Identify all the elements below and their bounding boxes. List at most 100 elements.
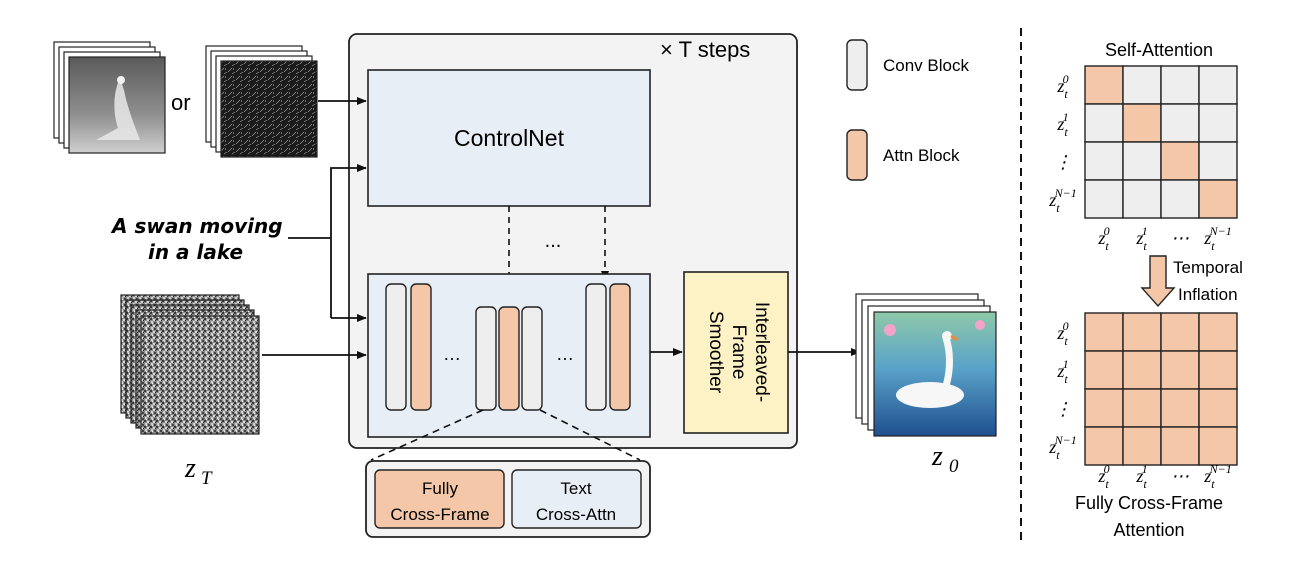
self-attention-cell <box>1160 179 1200 219</box>
self-attention-col-label: ztN−1 <box>1203 224 1231 253</box>
noise-latent-var: z <box>184 453 196 484</box>
cross-frame-col-label: zt1 <box>1135 462 1147 491</box>
cross-frame-cell <box>1122 426 1162 466</box>
cross-frame-cell <box>1198 350 1238 390</box>
cross-frame-cell <box>1198 426 1238 466</box>
self-attention-col-label: zt1 <box>1135 224 1147 253</box>
legend-conv-swatch <box>846 39 868 91</box>
self-attention-cell <box>1084 103 1124 143</box>
cross-frame-title-line1: Fully Cross-Frame <box>1075 493 1223 513</box>
self-attention-row-labels: zt0 zt1 ⋮ ztN−1 <box>1048 72 1076 215</box>
text-cross-attn-block <box>511 469 642 529</box>
smoother-label-line2: Frame <box>728 325 749 380</box>
cross-frame-cell <box>1160 312 1200 352</box>
self-attention-cell <box>1160 141 1200 181</box>
prompt-to-controlnet-arrow <box>330 164 367 318</box>
legend-conv-label: Conv Block <box>883 56 969 75</box>
detail-callout-right <box>539 409 641 461</box>
cross-frame-row-label: ⋮ <box>1054 399 1072 419</box>
depth-frame-stack <box>53 41 166 154</box>
cross-frame-col-label: zt0 <box>1097 462 1109 491</box>
output-var: z <box>931 441 943 472</box>
attn-block <box>410 283 432 411</box>
self-attention-col-labels: zt0 zt1 ⋯ ztN−1 <box>1097 224 1231 253</box>
steps-label: × T steps <box>660 37 750 62</box>
self-attention-row-label: zt0 <box>1056 72 1068 101</box>
self-attention-cell <box>1198 103 1238 143</box>
text-prompt-line1: A swan moving <box>110 214 283 238</box>
cross-frame-col-label: ⋯ <box>1171 466 1189 486</box>
temporal-inflation-line2: Inflation <box>1178 285 1238 304</box>
detail-callout-left <box>370 409 484 461</box>
or-label: or <box>171 90 191 115</box>
cross-frame-row-label: zt0 <box>1056 319 1068 348</box>
self-attention-grid <box>1084 65 1238 219</box>
self-attention-col-label: zt0 <box>1097 224 1109 253</box>
conv-block <box>475 306 497 411</box>
cross-frame-cell <box>1084 388 1124 428</box>
conv-block <box>585 283 607 411</box>
controlnet-label: ControlNet <box>454 125 565 151</box>
smoother-label-line3: Smoother <box>705 311 726 394</box>
self-attention-row-label: zt1 <box>1056 110 1068 139</box>
fully-cross-frame-block <box>374 469 505 529</box>
text-cross-attn-line2: Cross-Attn <box>536 505 616 524</box>
self-attention-cell <box>1160 65 1200 105</box>
cross-frame-cell <box>1122 388 1162 428</box>
legend-attn-swatch <box>846 129 868 181</box>
cross-frame-row-label: zt1 <box>1056 357 1068 386</box>
cross-frame-row-labels: zt0 zt1 ⋮ ztN−1 <box>1048 319 1076 462</box>
self-attention-row-label: ztN−1 <box>1048 186 1076 215</box>
unet-dots-right: … <box>556 344 574 364</box>
controlnet-block <box>367 69 651 207</box>
self-attention-cell <box>1084 141 1124 181</box>
cross-frame-cell <box>1160 388 1200 428</box>
cross-frame-cell <box>1122 350 1162 390</box>
legend-attn-label: Attn Block <box>883 146 960 165</box>
self-attention-col-label: ⋯ <box>1171 228 1189 248</box>
self-attention-cell <box>1198 65 1238 105</box>
attn-block <box>609 283 631 411</box>
self-attention-cell <box>1122 179 1162 219</box>
noise-latent-stack <box>120 294 260 435</box>
cross-frame-cell <box>1084 426 1124 466</box>
unet-dots-left: … <box>443 344 461 364</box>
output-subscript: 0 <box>949 456 959 477</box>
cross-frame-cell <box>1122 312 1162 352</box>
controlnet-dots: ... <box>545 230 562 252</box>
self-attention-cell <box>1198 141 1238 181</box>
conv-block <box>521 306 543 411</box>
text-cross-attn-line1: Text <box>560 479 591 498</box>
cross-frame-cell <box>1198 388 1238 428</box>
cross-frame-cell <box>1084 312 1124 352</box>
self-attention-cell <box>1084 65 1124 105</box>
self-attention-cell <box>1122 103 1162 143</box>
smoother-label: Interleaved- Frame Smoother <box>705 302 772 402</box>
cross-frame-cell <box>1084 350 1124 390</box>
attn-block <box>498 306 520 411</box>
self-attention-row-label: ⋮ <box>1054 152 1072 172</box>
cross-frame-title-line2: Attention <box>1113 520 1184 540</box>
interleaved-frame-smoother-block <box>683 271 789 434</box>
self-attention-cell <box>1122 65 1162 105</box>
temporal-inflation-arrow <box>1140 255 1176 308</box>
fully-cross-frame-line1: Fully <box>422 479 458 498</box>
cross-frame-col-labels: zt0 zt1 ⋯ ztN−1 <box>1097 462 1231 491</box>
conv-block <box>385 283 407 411</box>
self-attention-cell <box>1084 179 1124 219</box>
temporal-inflation-line1: Temporal <box>1173 258 1243 277</box>
smoother-label-line1: Interleaved- <box>751 302 772 402</box>
noise-latent-subscript: T <box>201 468 213 489</box>
text-prompt-line2: in a lake <box>148 240 243 264</box>
self-attention-cell <box>1198 179 1238 219</box>
cross-frame-row-label: ztN−1 <box>1048 433 1076 462</box>
cross-frame-cell <box>1198 312 1238 352</box>
cross-frame-cell <box>1160 350 1200 390</box>
self-attention-cell <box>1160 103 1200 143</box>
cross-frame-col-label: ztN−1 <box>1203 462 1231 491</box>
edge-frame-stack <box>205 45 318 158</box>
cross-frame-cell <box>1160 426 1200 466</box>
cross-frame-grid <box>1084 312 1238 466</box>
self-attention-cell <box>1122 141 1162 181</box>
